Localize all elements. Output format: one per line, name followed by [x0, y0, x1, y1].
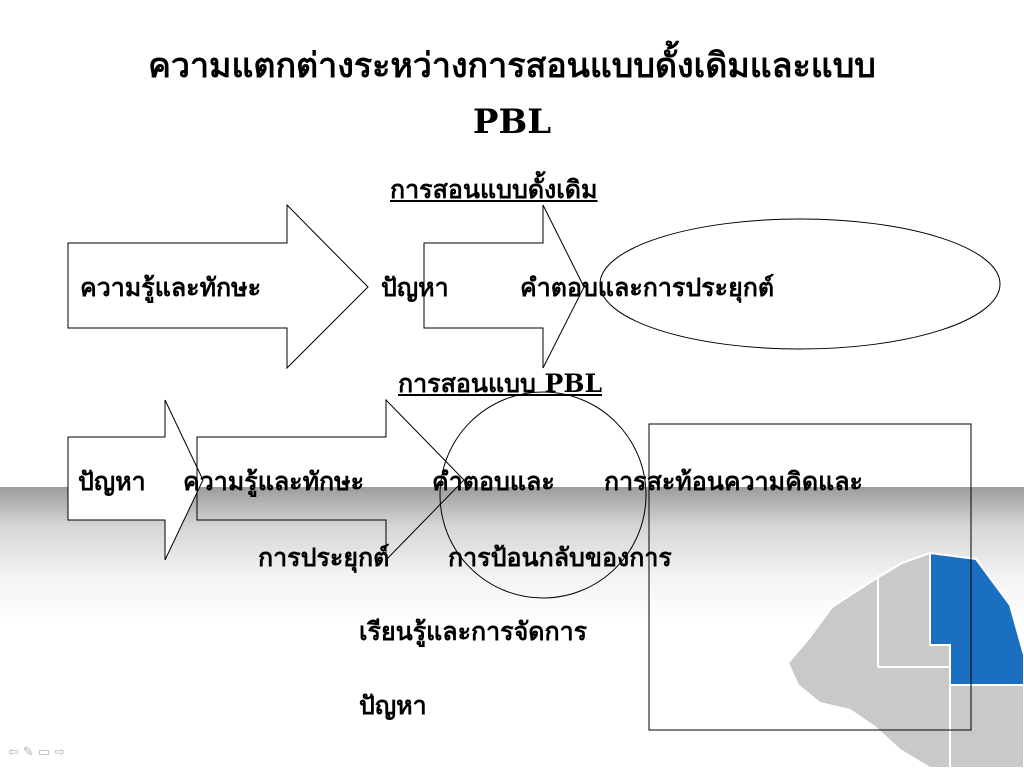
traditional-step-problem: ปัญหา: [381, 273, 449, 302]
pbl-step-answer: คำตอบและ: [432, 467, 555, 496]
traditional-heading: การสอนแบบดั้งเดิม: [390, 175, 598, 204]
slide-nav[interactable]: ⇦✎▭⇨: [8, 745, 69, 760]
pbl-arrow-2: [196, 398, 465, 562]
slide-title: ความแตกต่างระหว่างการสอนแบบดั้งเดิมและแบ…: [148, 46, 876, 86]
traditional-ellipse: [599, 218, 1001, 350]
pbl-heading: การสอนแบบ PBL: [398, 369, 603, 398]
prev-arrow-icon[interactable]: ⇦: [8, 745, 23, 760]
pbl-circle: [439, 391, 647, 599]
traditional-step-answer: คำตอบและการประยุกต์: [520, 273, 775, 302]
pen-icon[interactable]: ✎: [22, 745, 38, 760]
pbl-step-learning: เรียนรู้และการจัดการ: [359, 617, 588, 646]
pbl-step-knowledge: ความรู้และทักษะ: [183, 467, 365, 496]
traditional-arrow-1: [67, 203, 369, 370]
slide-title-pbl: PBL: [472, 102, 552, 142]
pbl-step-problem-manage: ปัญหา: [359, 691, 427, 720]
pbl-step-apply: การประยุกต์: [258, 543, 390, 572]
pbl-arrow-1: [67, 399, 204, 561]
traditional-arrow-2: [423, 204, 585, 369]
traditional-step-knowledge: ความรู้และทักษะ: [80, 273, 262, 302]
pbl-step-feedback: การป้อนกลับของการ: [448, 543, 672, 572]
pbl-step-problem: ปัญหา: [78, 467, 146, 496]
menu-icon[interactable]: ▭: [37, 745, 55, 760]
australia-map-icon: [786, 551, 1024, 768]
pbl-rectangle: [648, 423, 972, 731]
next-arrow-icon[interactable]: ⇨: [54, 745, 70, 760]
pbl-step-reflection: การสะท้อนความคิดและ: [604, 467, 863, 496]
